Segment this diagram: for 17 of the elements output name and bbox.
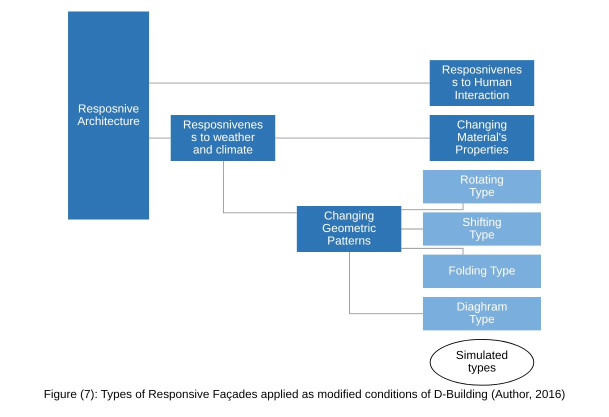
node-box: Diaghram Type	[422, 297, 541, 330]
caption: Figure (7): Types of Responsive Façades applied as modified conditions of D-Building (Author, 2016)	[44, 388, 566, 402]
node-box: Resposnive Architecture	[68, 11, 150, 220]
node-box: Changing Geometric Patterns	[296, 206, 402, 252]
node-box: Changing Material's Properties	[430, 115, 534, 161]
connector	[400, 202, 464, 210]
node-box: Rotating Type	[422, 170, 541, 204]
node-box: Resposnivenes s to Human Interaction	[430, 60, 534, 106]
connector	[400, 248, 464, 256]
node-ellipse: Simulated types	[430, 339, 534, 386]
node-box: Resposnivenes s to weather and climate	[170, 115, 276, 161]
connector	[148, 82, 430, 84]
node-box: Folding Type	[422, 254, 541, 288]
connector	[349, 251, 424, 314]
connector	[400, 228, 424, 230]
connector	[222, 160, 298, 214]
node-box: Shifting Type	[422, 212, 541, 246]
